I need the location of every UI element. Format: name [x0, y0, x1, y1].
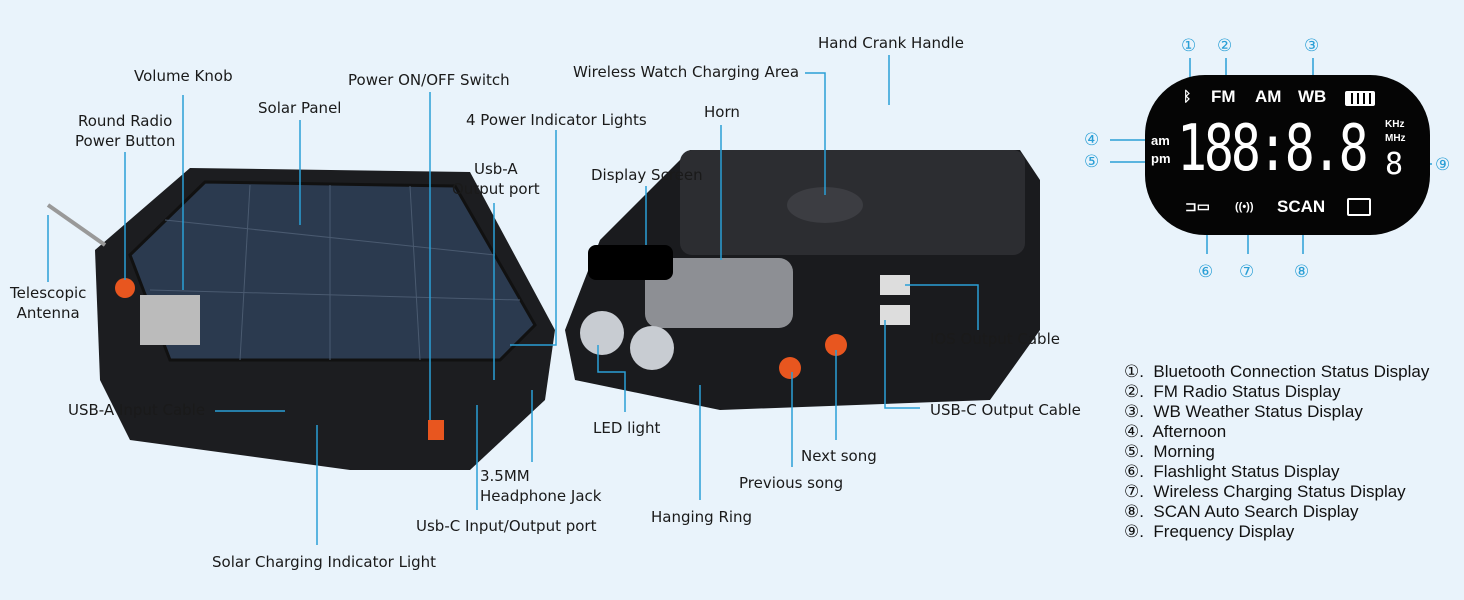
- pm-time-indicator: pm: [1151, 151, 1171, 166]
- radio-power-button: [115, 278, 135, 298]
- label-power-switch: Power ON/OFF Switch: [348, 71, 510, 89]
- previous-song-button: [779, 357, 801, 379]
- legend-item: ①. Bluetooth Connection Status Display: [1124, 362, 1430, 381]
- label-hand-crank-handle: Hand Crank Handle: [818, 34, 964, 52]
- power-switch: [428, 420, 444, 440]
- am-time-indicator: am: [1151, 133, 1170, 148]
- label-hanging-ring: Hanging Ring: [651, 508, 753, 526]
- label-usb-a-input-cable: USB-A Input Cable: [68, 401, 206, 419]
- usb-a-input-cable: [140, 295, 200, 345]
- solar-panel: [128, 180, 537, 362]
- label-ios-output-cable: IOS Output Cable: [930, 330, 1060, 348]
- mhz-indicator: MHz: [1385, 133, 1406, 144]
- am-indicator: AM: [1255, 87, 1282, 106]
- display-legend: ①. Bluetooth Connection Status Display ②…: [1124, 362, 1429, 542]
- horn-grille: [645, 258, 793, 328]
- frequency-digits: 188:8.8: [1177, 112, 1369, 186]
- lcd-display-diagram: ᛒ FM AM WB am pm 188:8.8 KHz MHz 8 ⊐▭ ((…: [1145, 75, 1430, 235]
- callout-3: ③: [1304, 36, 1320, 56]
- legend-item: ⑥. Flashlight Status Display: [1124, 462, 1340, 481]
- next-song-button: [825, 334, 847, 356]
- callout-2: ②: [1217, 36, 1233, 56]
- label-previous-song: Previous song: [739, 474, 844, 492]
- led-light-1: [580, 311, 624, 355]
- bluetooth-icon: ᛒ: [1183, 88, 1192, 104]
- legend-item: ③. WB Weather Status Display: [1124, 402, 1363, 421]
- ios-cable: [880, 275, 910, 295]
- label-volume-knob: Volume Knob: [134, 67, 233, 85]
- label-horn: Horn: [704, 103, 740, 121]
- telescopic-antenna: [46, 203, 107, 247]
- label-headphone-jack: 3.5MM Headphone Jack: [480, 467, 602, 505]
- label-led-light: LED light: [593, 419, 661, 437]
- label-wireless-watch-charging: Wireless Watch Charging Area: [573, 63, 800, 81]
- label-usb-c-io-port: Usb-C Input/Output port: [416, 517, 597, 535]
- battery-icon: [1345, 91, 1375, 106]
- led-light-2: [630, 326, 674, 370]
- callout-5: ⑤: [1084, 152, 1100, 172]
- wireless-charging-pad: [787, 187, 863, 223]
- display-screen: [588, 245, 673, 280]
- callout-9: ⑨: [1435, 155, 1451, 175]
- label-telescopic-antenna: Telescopic Antenna: [10, 284, 87, 322]
- wb-indicator: WB: [1298, 87, 1327, 106]
- legend-item: ⑧. SCAN Auto Search Display: [1124, 502, 1359, 521]
- fm-indicator: FM: [1211, 87, 1236, 106]
- legend-item: ⑤. Morning: [1124, 442, 1215, 461]
- label-radio-power-button: Round Radio Power Button: [75, 112, 176, 150]
- label-display-screen: Display Screen: [591, 166, 703, 184]
- usb-c-cable: [880, 305, 910, 325]
- label-usb-c-output-cable: USB-C Output Cable: [930, 401, 1081, 419]
- callout-7: ⑦: [1239, 262, 1255, 282]
- label-usb-a-output: Usb-A Output port: [452, 160, 540, 198]
- scan-indicator: SCAN: [1277, 197, 1326, 216]
- label-solar-charging-indicator: Solar Charging Indicator Light: [212, 553, 437, 571]
- label-solar-panel: Solar Panel: [258, 99, 342, 117]
- flashlight-icon: ⊐▭: [1185, 198, 1210, 214]
- khz-indicator: KHz: [1385, 119, 1405, 130]
- label-next-song: Next song: [801, 447, 877, 465]
- callout-4: ④: [1084, 130, 1100, 150]
- label-power-indicator-lights: 4 Power Indicator Lights: [466, 111, 647, 129]
- legend-item: ②. FM Radio Status Display: [1124, 382, 1341, 401]
- callout-1: ①: [1181, 36, 1197, 56]
- legend-item: ⑦. Wireless Charging Status Display: [1124, 482, 1406, 501]
- leader-lines: [47, 55, 979, 545]
- callout-6: ⑥: [1198, 262, 1214, 282]
- small-digit: 8: [1385, 147, 1404, 182]
- legend-item: ④. Afternoon: [1124, 422, 1227, 441]
- radio-icon: [1347, 198, 1371, 216]
- legend-item: ⑨. Frequency Display: [1124, 522, 1295, 541]
- callout-8: ⑧: [1294, 262, 1310, 282]
- wireless-charging-icon: ((•)): [1235, 201, 1254, 213]
